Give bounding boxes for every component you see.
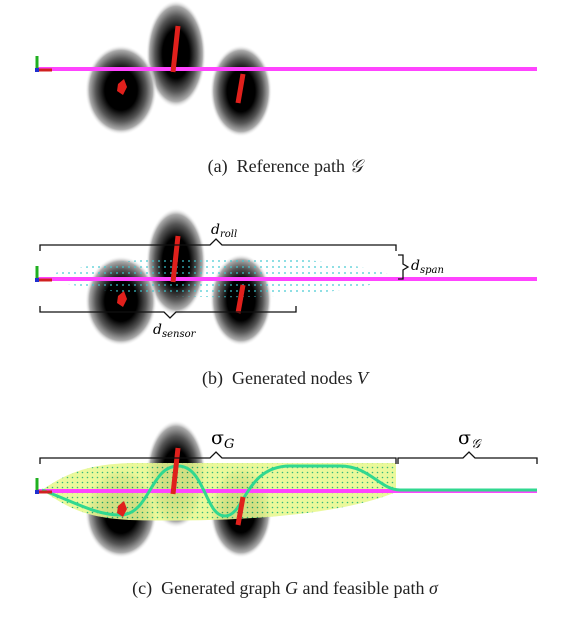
sigma-g-brace [39,451,397,464]
sigma-g-label: σG [211,427,234,452]
obstacle-left [117,79,127,95]
d-roll-brace [39,238,397,251]
feasible-path [41,464,537,518]
d-sensor-label: dsensor [153,322,197,340]
obstacle-top [170,235,181,283]
d-span-brace [398,254,410,280]
caption-a: (a) Reference path 𝒢 [207,156,363,176]
axis-marker [35,478,52,494]
caption-b: (b) Generated nodes V [202,368,368,388]
caption-c: (c) Generated graph G and feasible path … [132,578,438,598]
d-sensor-brace [39,306,297,319]
panel-c: σG σ𝒢 [35,420,538,558]
d-roll-label: droll [211,222,237,240]
obstacle-right [235,284,246,314]
sigma-calg-label: σ𝒢 [458,427,483,452]
obstacle-top [170,25,181,73]
sigma-calg-brace [397,451,538,464]
axis-marker [35,56,52,72]
obstacle-right [235,496,246,526]
obstacle-left [117,501,127,517]
panel-b: droll dspan dsensor [35,208,537,346]
panel-a [35,0,537,137]
axis-marker [35,266,52,282]
obstacle-top [170,447,181,495]
obstacle-right [235,73,246,104]
obstacle-left [117,291,127,307]
d-span-label: dspan [411,258,444,276]
